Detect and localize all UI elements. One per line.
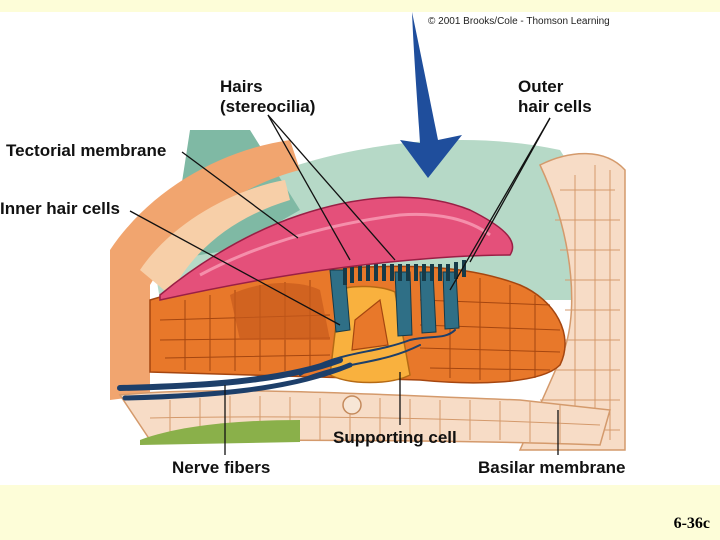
basilar-cells xyxy=(149,396,601,443)
leader-lines xyxy=(129,114,559,455)
copyright-text: © 2001 Brooks/Cole - Thomson Learning xyxy=(428,16,610,27)
left-shelf-inner xyxy=(140,180,290,295)
label-hairs-line2: (stereocilia) xyxy=(220,97,316,116)
hair-cells xyxy=(329,269,460,337)
label-nerve-fibers: Nerve fibers xyxy=(172,458,271,477)
tunnel-of-corti xyxy=(351,298,389,351)
nerve-fiber-bundle xyxy=(117,329,456,401)
inner-cell-block xyxy=(230,283,330,340)
leader-hairs-a xyxy=(267,114,396,261)
label-outer-line2: hair cells xyxy=(518,97,592,116)
slide-number: 6-36c xyxy=(673,515,710,532)
leader-tectorial xyxy=(181,151,299,239)
tectorial-highlight xyxy=(199,212,491,277)
label-basilar-membrane: Basilar membrane xyxy=(478,458,626,477)
green-band xyxy=(140,420,300,445)
stereocilia xyxy=(343,260,466,285)
left-shelf xyxy=(110,140,300,400)
leader-hairs-b xyxy=(267,114,351,261)
label-outer-line1: Outer xyxy=(518,77,564,96)
leader-inner xyxy=(129,210,341,326)
label-supporting-cell: Supporting cell xyxy=(333,428,457,447)
label-hairs-line1: Hairs xyxy=(220,77,263,96)
basilar-vessel xyxy=(342,395,362,415)
leader-outer-b xyxy=(449,117,551,291)
label-inner-hair-cells: Inner hair cells xyxy=(0,199,120,218)
label-tectorial-membrane: Tectorial membrane xyxy=(6,141,167,160)
pressure-arrow xyxy=(400,12,462,178)
